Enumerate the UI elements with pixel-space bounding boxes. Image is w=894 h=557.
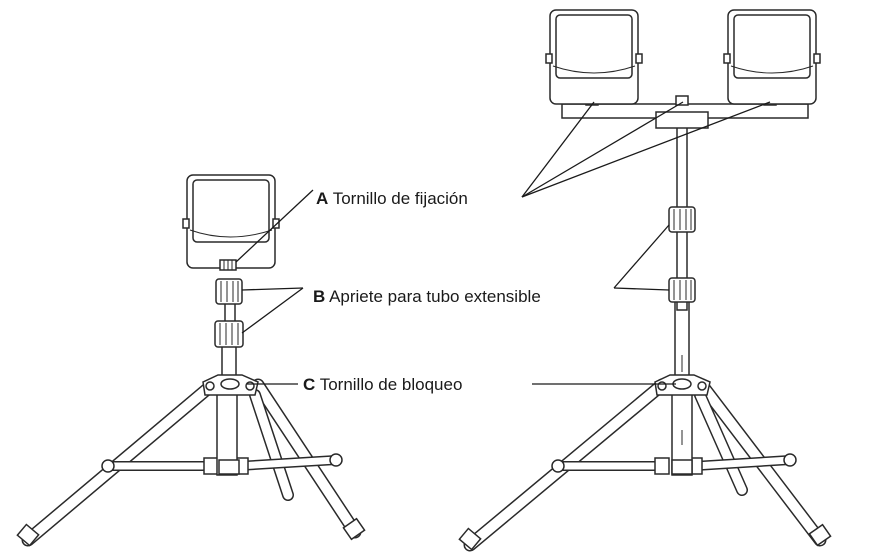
label-b: B Apriete para tubo extensible: [313, 287, 541, 307]
leader-a-right-3: [521, 101, 771, 198]
label-c-text: Tornillo de bloqueo: [319, 375, 463, 394]
left-center-column: [202, 278, 259, 476]
label-b-letter: B: [313, 287, 326, 306]
leader-lines: [235, 101, 771, 385]
left-floodlight: [182, 174, 280, 271]
single-lamp-stand: [16, 174, 366, 547]
right-tripod-legs: [458, 378, 832, 552]
right-floodlight-right: [723, 9, 821, 105]
leader-b-right-2: [613, 287, 670, 291]
left-tripod-legs: [16, 378, 366, 547]
right-center-column: [654, 119, 711, 476]
leader-a-left: [235, 189, 314, 263]
label-c: C Tornillo de bloqueo: [303, 375, 462, 395]
leader-a-right-1: [521, 101, 595, 198]
leader-a-right-2: [521, 101, 684, 198]
leader-b-left-2: [241, 287, 304, 334]
right-floodlight-left: [545, 9, 643, 105]
label-b-text: Apriete para tubo extensible: [329, 287, 541, 306]
label-a-text: Tornillo de fijación: [332, 189, 468, 208]
leader-b-left-1: [241, 287, 304, 291]
label-c-letter: C: [303, 375, 316, 394]
right-crossbar: [561, 95, 809, 129]
label-a: A Tornillo de fijación: [316, 189, 468, 209]
leader-b-right-1: [613, 224, 670, 289]
label-a-letter: A: [316, 189, 329, 208]
double-lamp-stand: [458, 9, 832, 552]
